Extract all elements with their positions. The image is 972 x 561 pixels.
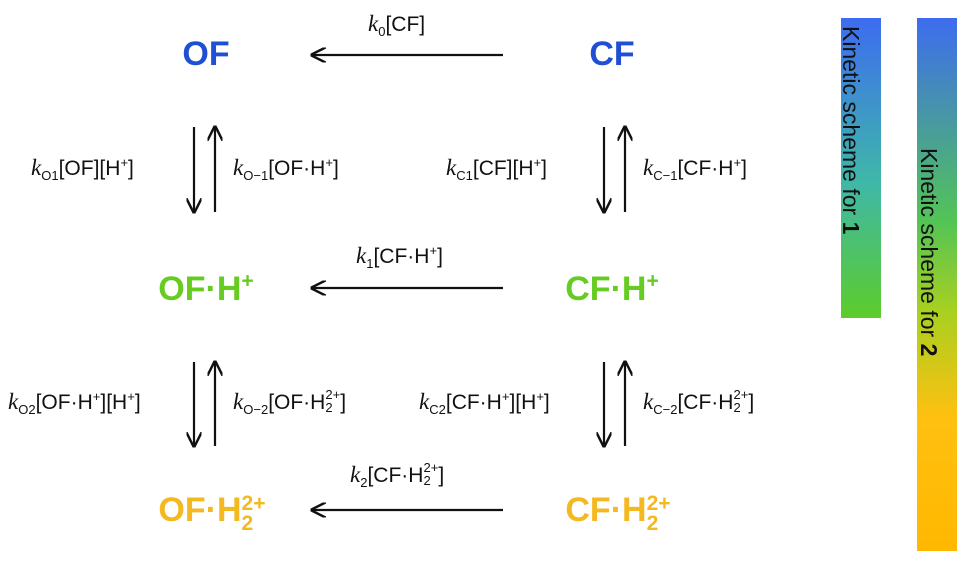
label-k1: k1[CF·H+]	[356, 243, 443, 272]
label-kOm1: kO−1[OF·H+]	[233, 155, 339, 184]
bar-1-label: Kinetic scheme for 1	[838, 26, 864, 235]
label-kC1: kC1[CF][H+]	[446, 155, 547, 184]
species-of-h: OF·H+	[158, 269, 254, 308]
species-cf: CF	[589, 35, 635, 73]
label-kO2: kO2[OF·H+][H+]	[8, 389, 141, 418]
label-kCm1: kC−1[CF·H+]	[643, 155, 747, 184]
label-kC2: kC2[CF·H+][H+]	[419, 389, 550, 418]
kinetic-scheme-bar-1: Kinetic scheme for 1	[838, 18, 881, 318]
bar-2-label: Kinetic scheme for 2	[916, 148, 942, 357]
label-k0: k0[CF]	[368, 11, 426, 40]
label-kO1: kO1[OF][H+]	[31, 155, 134, 184]
kinetic-scheme-bar-2: Kinetic scheme for 2	[916, 18, 957, 551]
species-cf-h: CF·H+	[565, 269, 659, 308]
species-of: OF	[182, 35, 230, 73]
